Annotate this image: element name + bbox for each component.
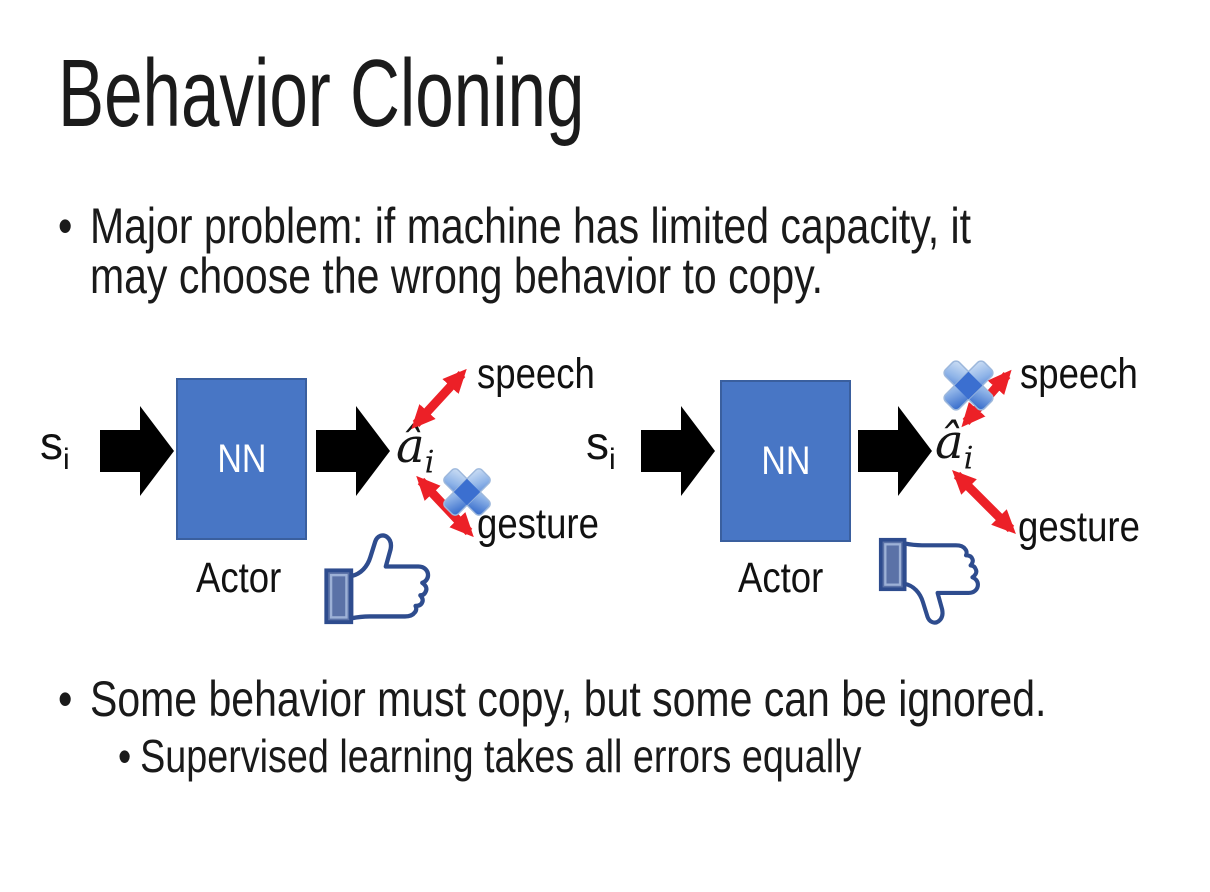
bullet-some-behavior: • Some behavior must copy, but some can … <box>58 674 1046 724</box>
bullet-major-problem: • Major problem: if machine has limited … <box>58 201 971 301</box>
bullet-text: Major problem: if machine has limited ca… <box>90 201 971 301</box>
sub-bullet-supervised: • Supervised learning takes all errors e… <box>118 733 861 779</box>
output-arrow-icon <box>858 406 932 496</box>
bullet-dot-icon: • <box>58 198 73 254</box>
bullet-line-1: Major problem: if machine has limited ca… <box>89 198 972 254</box>
speech-label: speech <box>1020 350 1138 398</box>
nn-box: NN <box>720 380 851 542</box>
state-input-label: si <box>586 417 616 477</box>
gesture-label: gesture <box>1018 503 1140 551</box>
bullet-dot-icon: • <box>58 671 73 727</box>
actor-label: Actor <box>196 554 282 602</box>
speech-label: speech <box>477 350 595 398</box>
nn-label: NN <box>216 436 267 481</box>
state-input-label: si <box>40 417 70 477</box>
action-output-label: âi <box>935 414 974 477</box>
gesture-double-arrow-icon <box>952 470 1016 534</box>
action-output-label: âi <box>396 418 435 481</box>
input-arrow-icon <box>641 406 715 496</box>
nn-box: NN <box>176 378 307 540</box>
bullet-line-2: may choose the wrong behavior to copy. <box>89 248 824 304</box>
input-arrow-icon <box>100 406 174 496</box>
cross-out-icon <box>943 360 994 411</box>
actor-label: Actor <box>738 554 824 602</box>
page-title: Behavior Cloning <box>58 40 585 147</box>
bullet-text: Some behavior must copy, but some can be… <box>89 671 1047 727</box>
bullet-dot-icon: • <box>118 730 132 782</box>
bullet-text: Supervised learning takes all errors equ… <box>140 730 862 782</box>
nn-label: NN <box>760 438 811 483</box>
gesture-label: gesture <box>477 500 599 548</box>
thumbs-up-icon <box>324 533 431 625</box>
speech-double-arrow-icon <box>411 368 467 430</box>
thumbs-down-icon <box>878 537 980 625</box>
cross-out-icon <box>443 468 491 516</box>
output-arrow-icon <box>316 406 390 496</box>
